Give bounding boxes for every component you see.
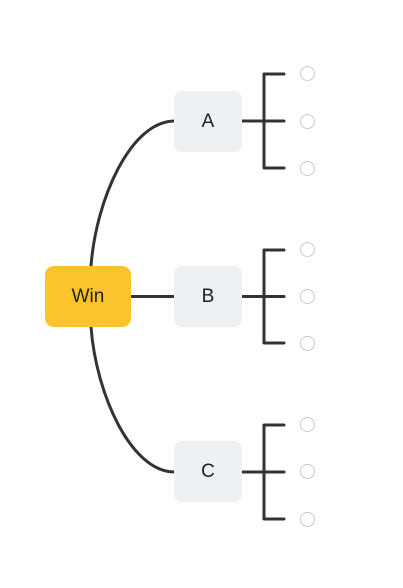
leaf-node-c-1[interactable]: [300, 417, 315, 432]
connector-root-to-c: [89, 325, 176, 474]
child-node-label-c: C: [201, 460, 215, 482]
child-node-a[interactable]: A: [174, 91, 242, 152]
root-node-win[interactable]: Win: [45, 266, 131, 327]
leaf-node-c-3[interactable]: [300, 512, 315, 527]
leaf-node-a-2[interactable]: [300, 114, 315, 129]
child-node-c[interactable]: C: [174, 441, 242, 502]
leaf-node-b-1[interactable]: [300, 242, 315, 257]
leaf-node-a-3[interactable]: [300, 161, 315, 176]
leaf-node-b-3[interactable]: [300, 336, 315, 351]
leaf-node-a-1[interactable]: [300, 66, 315, 81]
bracket-a: [240, 72, 286, 170]
leaf-node-b-2[interactable]: [300, 289, 315, 304]
bracket-c: [240, 423, 286, 521]
bracket-b: [240, 248, 286, 345]
root-node-label: Win: [71, 285, 105, 307]
child-node-label-b: B: [201, 285, 215, 307]
child-node-b[interactable]: B: [174, 266, 242, 327]
child-node-label-a: A: [201, 110, 215, 132]
connector-root-to-a: [89, 119, 176, 268]
leaf-node-c-2[interactable]: [300, 464, 315, 479]
